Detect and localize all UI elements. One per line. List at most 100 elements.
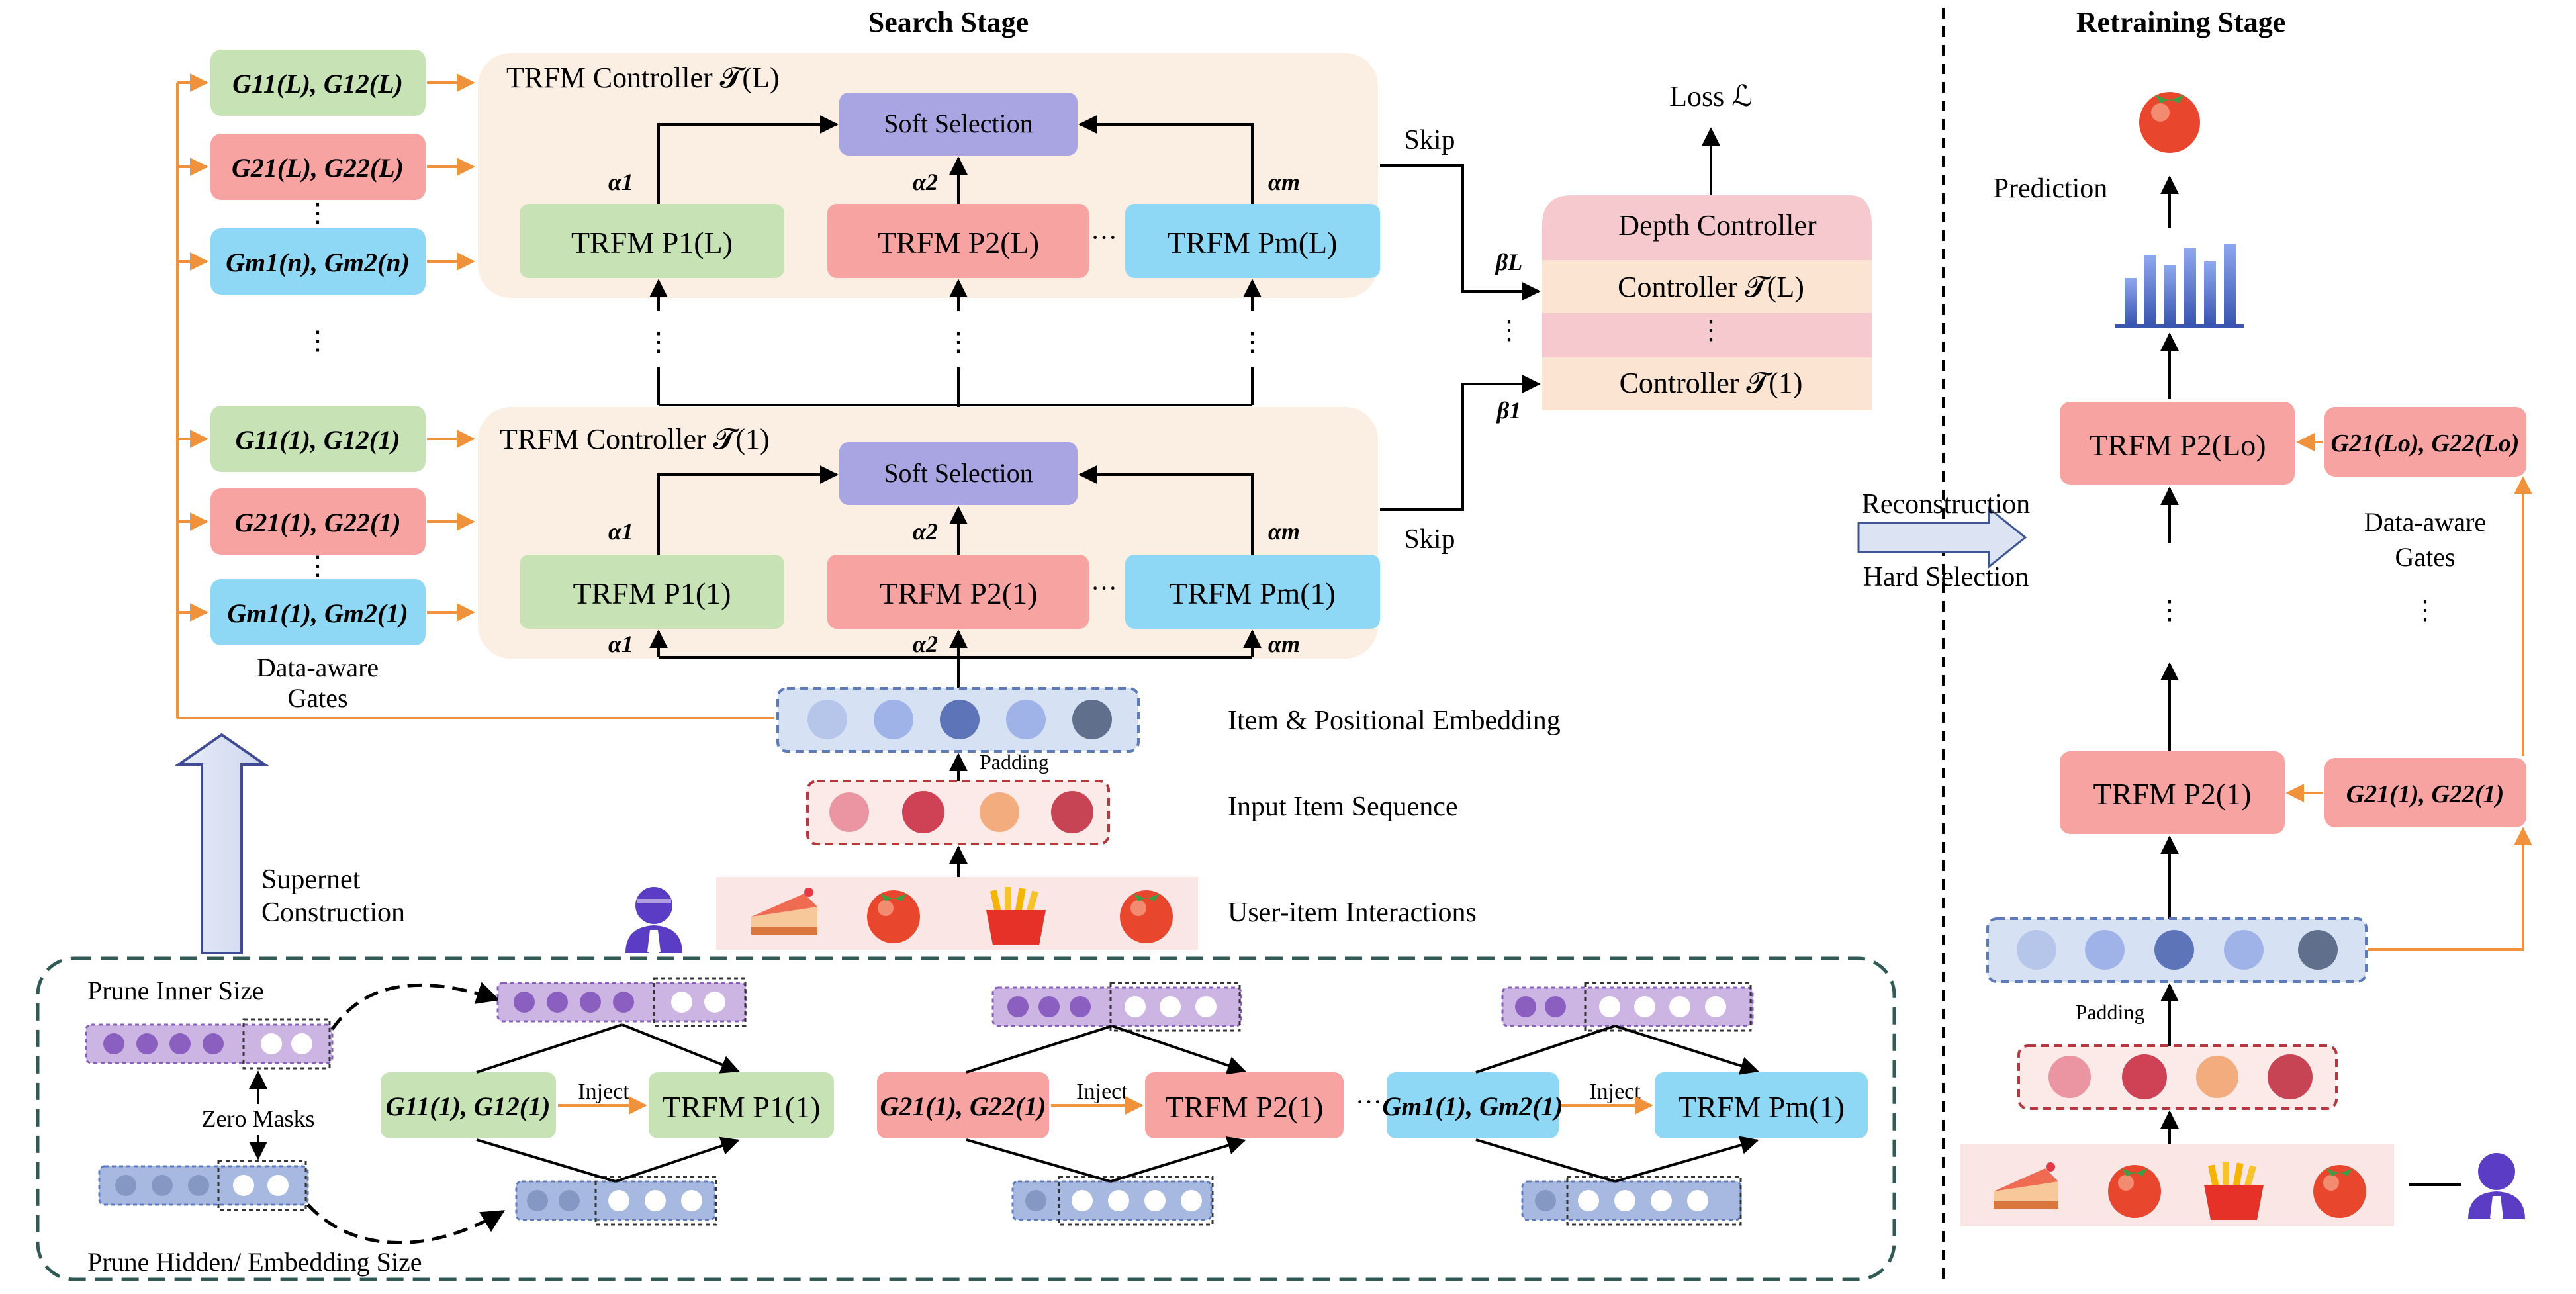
prune-group-2-lines bbox=[966, 1025, 1246, 1183]
retrain-top-block: TRFM P2(Lo) bbox=[2060, 402, 2295, 485]
retrain-embedding-box bbox=[1986, 917, 2368, 983]
cake-icon bbox=[751, 888, 817, 935]
trfm-p2-1 bbox=[827, 555, 1089, 629]
svg-text:TRFM Pm(1): TRFM Pm(1) bbox=[1169, 577, 1336, 610]
retrain-gate-ellipsis: ⋮ bbox=[2412, 595, 2438, 625]
retraining-stage-heading: Retraining Stage bbox=[2076, 6, 2286, 38]
loss-label: Loss ℒ bbox=[1669, 80, 1753, 113]
soft-selection-bottom bbox=[839, 442, 1078, 505]
svg-text:TRFM P2(1): TRFM P2(1) bbox=[2093, 777, 2252, 811]
gate-ellipsis-mid: ⋮ bbox=[304, 326, 331, 355]
svg-text:G11(L), G12(L): G11(L), G12(L) bbox=[232, 69, 403, 99]
retrain-bottom-gate: G21(1), G22(1) bbox=[2324, 758, 2526, 827]
reconstruction-arrow bbox=[1857, 506, 2027, 569]
gate-box-g21-22-1: G21(1), G22(1) bbox=[210, 488, 426, 555]
gate-box-g21-22-L: G21(L), G22(L) bbox=[210, 134, 426, 200]
connector-ellipsis-2: ⋮ bbox=[945, 327, 972, 357]
input-sequence-label: Input Item Sequence bbox=[1228, 792, 1458, 822]
gate-feed-lines bbox=[176, 73, 774, 719]
prune-group-3: Gm1(1), Gm2(1) TRFM Pm(1) bbox=[1382, 982, 1868, 1226]
inner-mask-strip bbox=[85, 1018, 334, 1070]
svg-text:TRFM P2(1): TRFM P2(1) bbox=[880, 577, 1038, 610]
svg-text:Gm1(1), Gm2(1): Gm1(1), Gm2(1) bbox=[1382, 1091, 1563, 1121]
gate-ellipsis-bottom: ⋮ bbox=[304, 551, 331, 580]
depth-ellipsis-left: ⋮ bbox=[1496, 315, 1522, 345]
connector-ellipsis-1: ⋮ bbox=[645, 327, 672, 357]
svg-text:TRFM P2(Lo): TRFM P2(Lo) bbox=[2089, 428, 2266, 462]
prune-group-1: G11(1), G12(1) TRFM P1(1) bbox=[381, 977, 834, 1226]
inject-label-2: Inject bbox=[1076, 1080, 1128, 1104]
svg-text:α1: α1 bbox=[608, 518, 633, 545]
prune-group-1-lines bbox=[476, 1023, 740, 1183]
prune-group-2: G21(1), G22(1) TRFM P2(1) bbox=[877, 982, 1344, 1226]
svg-text:α2: α2 bbox=[913, 631, 938, 657]
trfm-p1-1 bbox=[520, 555, 784, 629]
retrain-fries-icon bbox=[2204, 1162, 2264, 1220]
svg-text:αm: αm bbox=[1268, 169, 1300, 195]
input-sequence-box bbox=[806, 780, 1110, 845]
gate-box-g11-12-L: G11(L), G12(L) bbox=[210, 50, 426, 116]
prediction-label: Prediction bbox=[1994, 173, 2108, 204]
soft-selection-top bbox=[839, 93, 1078, 156]
skip-label-bottom: Skip bbox=[1404, 524, 1455, 555]
search-stage-heading: Search Stage bbox=[868, 6, 1029, 38]
retrain-tomato-icon-b bbox=[2313, 1165, 2366, 1218]
svg-text:TRFM P2(1): TRFM P2(1) bbox=[1166, 1090, 1324, 1124]
svg-text:TRFM P1(L): TRFM P1(L) bbox=[571, 226, 733, 259]
svg-text:⋮: ⋮ bbox=[1698, 315, 1724, 345]
bottom-controller-arrows bbox=[649, 465, 1262, 688]
svg-text:G21(Lo), G22(Lo): G21(Lo), G22(Lo) bbox=[2331, 430, 2520, 457]
supernet-label-2: Construction bbox=[261, 898, 405, 928]
svg-text:Depth Controller: Depth Controller bbox=[1618, 209, 1817, 242]
interactions-box bbox=[716, 877, 1198, 950]
tomato-icon bbox=[867, 890, 920, 943]
svg-text:TRFM P1(1): TRFM P1(1) bbox=[663, 1090, 821, 1124]
tomato-icon-2 bbox=[1120, 890, 1173, 943]
zero-masks-label: Zero Masks bbox=[202, 1105, 315, 1132]
svg-text:α2: α2 bbox=[913, 169, 938, 195]
svg-text:Gm1(1), Gm2(1): Gm1(1), Gm2(1) bbox=[227, 598, 408, 628]
layer-connectors bbox=[649, 279, 1262, 437]
retrain-gates-label-2: Gates bbox=[2395, 542, 2455, 572]
trfm-pm-L bbox=[1125, 204, 1380, 278]
svg-text:G11(1), G12(1): G11(1), G12(1) bbox=[236, 425, 400, 455]
retrain-gate-feed bbox=[2368, 476, 2532, 951]
retrain-user-avatar-icon bbox=[2468, 1153, 2525, 1222]
svg-text:Soft Selection: Soft Selection bbox=[884, 458, 1033, 488]
svg-text:Soft Selection: Soft Selection bbox=[884, 109, 1033, 138]
retrain-sequence-box bbox=[2017, 1044, 2338, 1110]
svg-text:α1: α1 bbox=[608, 169, 633, 195]
prune-panel bbox=[36, 956, 1896, 1281]
inject-label-3: Inject bbox=[1589, 1080, 1641, 1104]
skip-label-top: Skip bbox=[1404, 125, 1455, 156]
trfm-p1-L bbox=[520, 204, 784, 278]
interactions-label: User-item Interactions bbox=[1228, 898, 1477, 928]
trfm-controller-top: TRFM Controller 𝓣(L) Soft Selection TRFM… bbox=[478, 53, 1380, 298]
reconstruction-label: Reconstruction bbox=[1862, 489, 2030, 520]
supernet-label-1: Supernet bbox=[261, 864, 361, 895]
beta-1-label: β1 bbox=[1496, 397, 1521, 424]
hard-selection-label: Hard Selection bbox=[1863, 562, 2029, 592]
user-avatar-icon bbox=[625, 887, 682, 956]
bar-chart-icon bbox=[2115, 244, 2244, 328]
svg-text:G11(1), G12(1): G11(1), G12(1) bbox=[386, 1091, 551, 1121]
beta-L-label: βL bbox=[1495, 249, 1522, 275]
depth-controller: Depth Controller Controller 𝓣(L) ⋮ Contr… bbox=[1542, 195, 1872, 410]
svg-text:Gm1(n), Gm2(n): Gm1(n), Gm2(n) bbox=[226, 248, 410, 277]
prune-curves bbox=[306, 982, 506, 1244]
prune-hidden-label: Prune Hidden/ Embedding Size bbox=[87, 1247, 422, 1277]
retrain-tomato-icon bbox=[2139, 92, 2200, 153]
gate-box-g11-12-1: G11(1), G12(1) bbox=[210, 406, 426, 472]
svg-text:TRFM P1(1): TRFM P1(1) bbox=[573, 577, 731, 610]
svg-text:α2: α2 bbox=[913, 518, 938, 545]
embedding-label: Item & Positional Embedding bbox=[1228, 706, 1561, 736]
skip-lines bbox=[1380, 127, 1720, 511]
gate-ellipsis-top: ⋮ bbox=[304, 198, 331, 228]
retrain-top-gate: G21(Lo), G22(Lo) bbox=[2324, 407, 2526, 477]
depth-ctrl-L bbox=[1542, 260, 1872, 313]
retrain-padding-label: Padding bbox=[2076, 1000, 2145, 1024]
retrain-gates-label-1: Data-aware bbox=[2364, 507, 2486, 537]
supernet-arrow bbox=[174, 733, 269, 954]
trfm-controller-bottom: TRFM Controller 𝓣(1) Soft Selection TRFM… bbox=[478, 407, 1380, 659]
svg-text:TRFM Pm(L): TRFM Pm(L) bbox=[1168, 226, 1338, 259]
